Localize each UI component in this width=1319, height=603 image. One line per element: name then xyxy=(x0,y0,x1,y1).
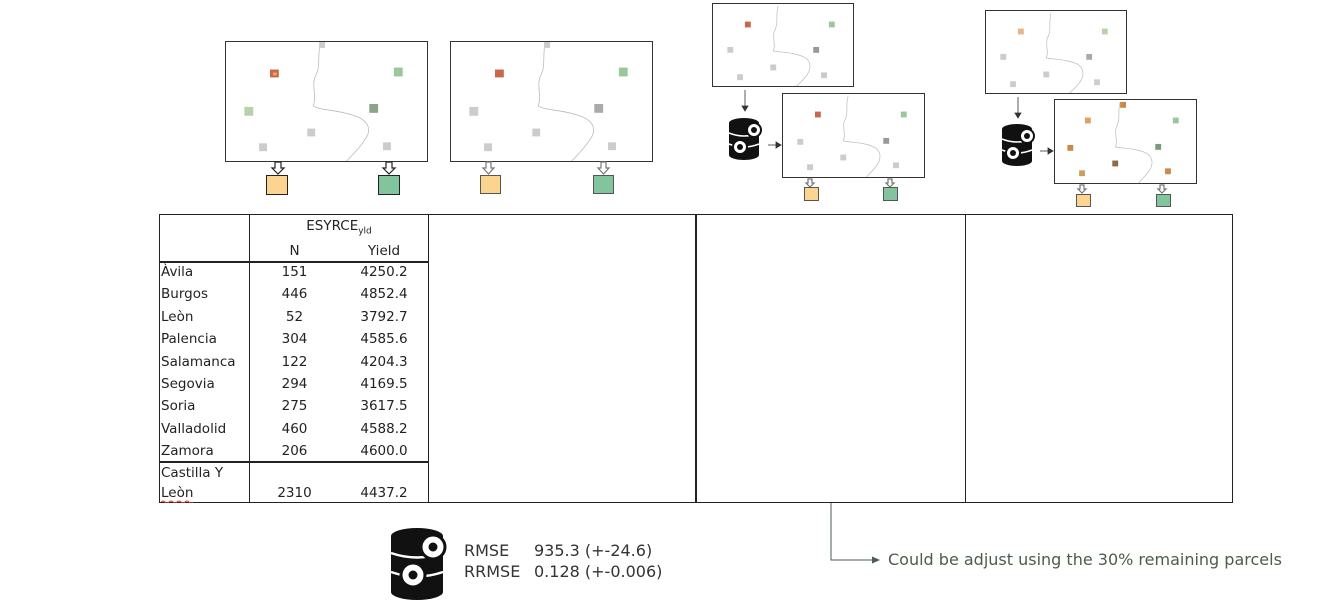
row-n: 122 xyxy=(281,353,308,370)
row-name: Àvila xyxy=(161,264,194,280)
row-name: Zamora xyxy=(161,443,214,460)
orange-square xyxy=(1076,194,1091,207)
metrics-block: RMSE 935.3 (+-24.6) RRMSE 0.128 (+-0.006) xyxy=(464,540,662,582)
row-name: Leòn xyxy=(161,308,194,325)
green-square xyxy=(378,175,400,195)
row-yield: 3792.7 xyxy=(360,308,408,325)
panel-3 xyxy=(696,214,966,503)
table-group-header: ESYRCEyld xyxy=(249,218,429,237)
row-name: Palencia xyxy=(161,331,217,348)
row-yield: 4169.5 xyxy=(360,376,408,392)
col-header-yield: Yield xyxy=(367,243,401,259)
row-n: 294 xyxy=(281,376,308,392)
map-icon xyxy=(469,42,628,161)
map-panel-4-top xyxy=(985,10,1127,94)
map-panel-1 xyxy=(225,41,428,162)
map-panel-4-bottom xyxy=(1054,99,1197,184)
row-yield: 4585.6 xyxy=(360,331,408,348)
orange-square xyxy=(480,175,501,194)
database-gears-icon xyxy=(1001,124,1035,166)
row-yield: 4852.4 xyxy=(360,286,408,303)
row-yield: 3617.5 xyxy=(360,398,408,415)
map-icon xyxy=(1000,12,1108,93)
row-name: Burgos xyxy=(161,286,208,303)
total-name-line2: Leòn xyxy=(161,485,194,501)
database-gears-icon xyxy=(728,118,762,160)
panel-2 xyxy=(428,214,696,503)
table-divider xyxy=(159,461,429,463)
map-icon xyxy=(797,95,907,177)
table-divider xyxy=(159,261,429,263)
adjustment-note: Could be adjust using the 30% remaining … xyxy=(888,550,1282,569)
row-yield: 4600.0 xyxy=(360,443,408,460)
green-square xyxy=(593,175,614,194)
row-n: 52 xyxy=(285,308,304,325)
header-sub: yld xyxy=(358,226,372,237)
map-icon xyxy=(1067,101,1179,183)
row-n: 206 xyxy=(281,443,308,460)
green-square xyxy=(1156,194,1171,207)
row-n: 446 xyxy=(281,286,308,303)
total-n: 2310 xyxy=(277,485,312,501)
row-yield: 4204.3 xyxy=(360,353,408,370)
table-divider xyxy=(249,214,250,503)
map-icon xyxy=(727,5,835,86)
panel-4 xyxy=(965,214,1233,503)
col-header-n: N xyxy=(289,243,300,259)
row-name: Valladolid xyxy=(161,420,227,437)
row-n: 460 xyxy=(281,420,308,437)
total-name-line1: Castilla Y xyxy=(161,465,224,481)
map-panel-3-top xyxy=(712,3,854,87)
orange-square xyxy=(804,187,819,201)
rmse-label: RMSE xyxy=(464,541,510,560)
row-n: 275 xyxy=(281,398,308,415)
total-yield: 4437.2 xyxy=(360,485,408,501)
spellcheck-underline xyxy=(161,500,194,503)
header-main: ESYRCE xyxy=(306,218,359,234)
row-yield: 4588.2 xyxy=(360,420,408,437)
rrmse-value: 0.128 (+-0.006) xyxy=(534,562,663,581)
row-n: 304 xyxy=(281,331,308,348)
row-name: Salamanca xyxy=(161,353,236,370)
rrmse-label: RRMSE xyxy=(464,562,521,581)
row-yield: 4250.2 xyxy=(360,264,408,280)
row-n: 151 xyxy=(281,264,308,280)
rmse-value: 935.3 (+-24.6) xyxy=(534,541,653,560)
row-name: Soria xyxy=(161,398,196,415)
orange-square xyxy=(266,175,288,195)
map-icon xyxy=(244,42,403,161)
database-gears-icon xyxy=(390,528,447,600)
green-square xyxy=(883,187,898,201)
arrow-right-icon xyxy=(830,503,880,564)
map-panel-3-bottom xyxy=(782,93,925,178)
row-name: Segovia xyxy=(161,376,215,392)
map-panel-2 xyxy=(450,41,653,162)
